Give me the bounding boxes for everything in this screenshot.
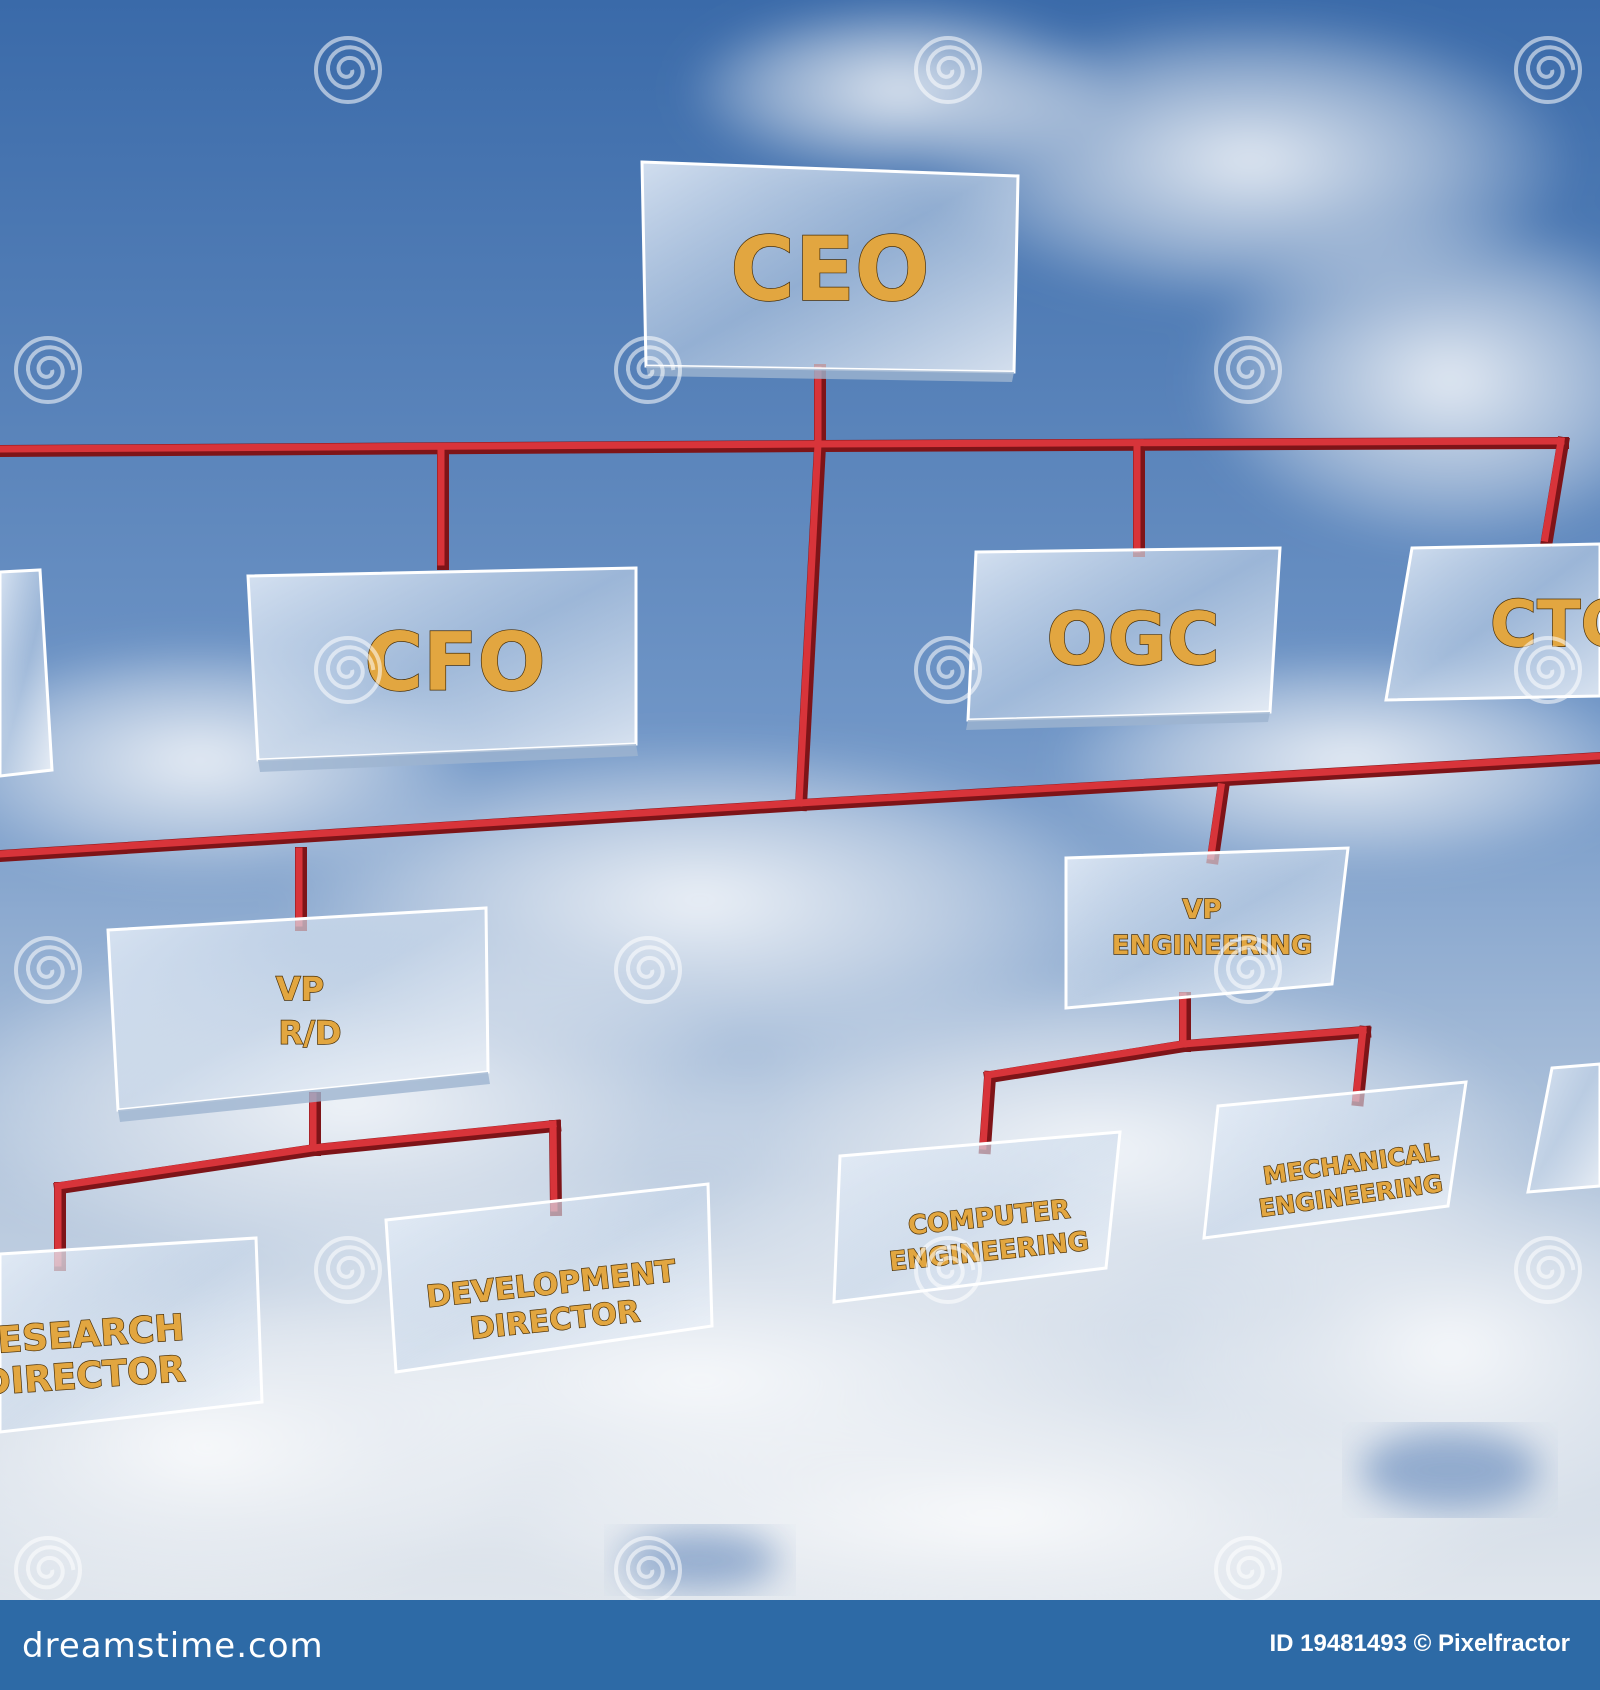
ogc-label: OGC: [1046, 597, 1219, 681]
org-box-ogc: OGC: [966, 546, 1282, 730]
connector-lines: [0, 364, 1600, 1271]
spiral-watermark-icon: [1514, 636, 1582, 704]
spiral-watermark-icon: [914, 36, 982, 104]
org-box-right-partial: [1526, 1062, 1600, 1194]
spiral-watermark-icon: [1514, 36, 1582, 104]
spiral-watermark-icon: [914, 636, 982, 704]
spiral-watermark-icon: [614, 336, 682, 404]
org-box-computer-engineering: COMPUTER ENGINEERING: [832, 1130, 1122, 1304]
spiral-watermark-icon: [1214, 936, 1282, 1004]
org-chart-scene: CEO CFO OGC CTO VP R/D VP EN: [0, 0, 1600, 1600]
org-box-vp-rd: VP R/D: [106, 906, 490, 1122]
stock-footer: dreamstime.com ID 19481493 © Pixelfracto…: [0, 1600, 1600, 1690]
org-box-mechanical-engineering: MECHANICAL ENGINEERING: [1202, 1080, 1468, 1240]
spiral-watermark-icon: [314, 636, 382, 704]
ceo-label: CEO: [730, 218, 930, 321]
spiral-watermark-icon: [314, 1236, 382, 1304]
org-box-ceo: CEO: [640, 160, 1020, 382]
org-box-left-partial: [0, 568, 54, 778]
cloud-dark-patches: [620, 1430, 1540, 1590]
spiral-watermark-icon: [314, 36, 382, 104]
vp-rd-line2: R/D: [279, 1014, 342, 1052]
spiral-watermark-icon: [1514, 1236, 1582, 1304]
org-boxes: CEO CFO OGC CTO VP R/D VP EN: [0, 160, 1600, 1434]
vp-engineering-line2: ENGINEERING: [1112, 931, 1313, 961]
spiral-watermark-icon: [614, 936, 682, 1004]
org-box-cto: CTO: [1384, 542, 1600, 702]
footer-site-text: dreamstime.com: [22, 1626, 324, 1666]
org-box-vp-engineering: VP ENGINEERING: [1064, 846, 1350, 1010]
spiral-watermark-icon: [1214, 336, 1282, 404]
watermark-layer: [14, 36, 1582, 1600]
spiral-watermark-icon: [14, 1536, 82, 1600]
cto-label: CTO: [1490, 588, 1600, 662]
spiral-watermark-icon: [614, 1536, 682, 1600]
org-box-development-director: DEVELOPMENT DIRECTOR: [384, 1182, 714, 1374]
org-box-research-director: RESEARCH DIRECTOR: [0, 1236, 264, 1434]
footer-id-credit: ID 19481493 © Pixelfractor: [1269, 1630, 1570, 1657]
cfo-label: CFO: [364, 616, 545, 709]
vp-engineering-line1: VP: [1182, 895, 1221, 925]
spiral-watermark-icon: [14, 336, 82, 404]
org-box-cfo: CFO: [246, 566, 638, 772]
vp-rd-line1: VP: [276, 970, 324, 1008]
spiral-watermark-icon: [1214, 1536, 1282, 1600]
org-chart-svg: CEO CFO OGC CTO VP R/D VP EN: [0, 0, 1600, 1600]
spiral-watermark-icon: [14, 936, 82, 1004]
spiral-watermark-icon: [914, 1236, 982, 1304]
